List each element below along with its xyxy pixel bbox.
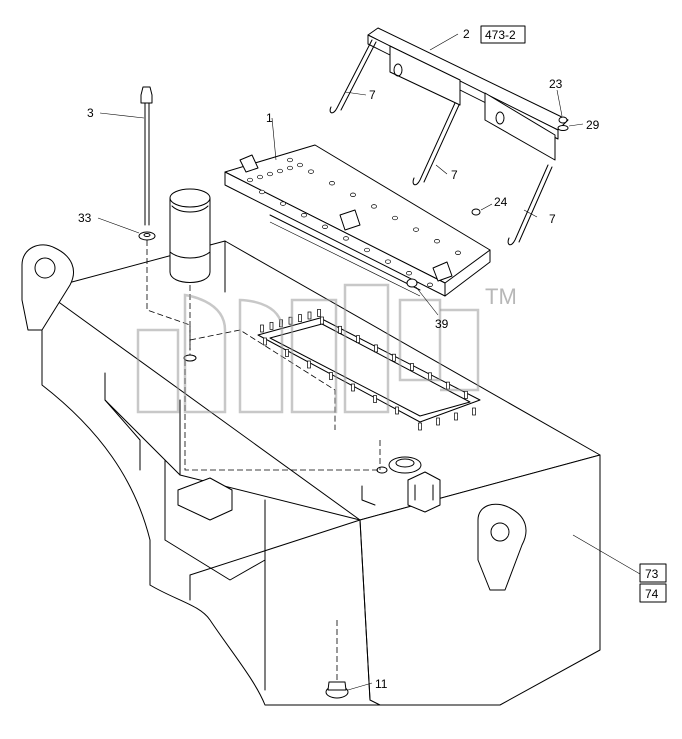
ref-box-73 bbox=[639, 563, 667, 583]
plate-hole bbox=[385, 259, 391, 264]
part-1-cover-plate bbox=[224, 144, 491, 297]
plate-hole bbox=[371, 204, 377, 209]
plate-hole bbox=[287, 157, 293, 163]
plate-hole bbox=[343, 236, 349, 241]
callout-7-a: 7 bbox=[369, 88, 376, 102]
plate-hole bbox=[277, 168, 283, 174]
stud bbox=[373, 395, 377, 403]
stud bbox=[392, 353, 396, 362]
tank-body bbox=[41, 240, 601, 706]
ref-473-2: 473-2 bbox=[485, 28, 516, 42]
plate-hole bbox=[364, 247, 370, 253]
callouts: 1 2 3 7 7 7 11 23 24 29 33 39 bbox=[78, 27, 600, 691]
plate-hole bbox=[259, 189, 265, 195]
plate-hole bbox=[434, 239, 440, 244]
stud bbox=[351, 383, 355, 392]
part-33-washer bbox=[138, 231, 156, 241]
plate-hole bbox=[413, 227, 419, 232]
plate-hole bbox=[247, 177, 253, 183]
part-11-drain-plug bbox=[325, 681, 349, 699]
stud bbox=[454, 412, 458, 421]
reference-boxes: 473-2 73 74 bbox=[480, 25, 667, 603]
stud bbox=[269, 322, 274, 330]
stud bbox=[263, 337, 267, 346]
stud bbox=[320, 316, 324, 325]
plate-hole bbox=[257, 174, 263, 180]
part-7-rods bbox=[329, 39, 553, 246]
plate-hole bbox=[287, 165, 293, 171]
plate-hole bbox=[322, 224, 328, 229]
leader-lines bbox=[97, 33, 641, 691]
stud bbox=[317, 309, 321, 317]
stud bbox=[446, 381, 450, 390]
stud bbox=[307, 311, 312, 320]
stud bbox=[260, 324, 264, 333]
plate-hole bbox=[427, 282, 433, 287]
lifting-lug-left bbox=[21, 244, 74, 331]
stud bbox=[374, 344, 378, 353]
lifting-lug-right bbox=[477, 503, 527, 591]
callout-1: 1 bbox=[266, 111, 273, 125]
tank-mount-bracket bbox=[177, 471, 441, 521]
ref-box-74 bbox=[639, 583, 667, 603]
plate-hole bbox=[329, 181, 335, 186]
callout-11: 11 bbox=[375, 677, 388, 691]
ref-74: 74 bbox=[645, 587, 659, 601]
filter-cylinder bbox=[169, 188, 211, 283]
callout-7-b: 7 bbox=[451, 168, 458, 182]
callout-7-c: 7 bbox=[549, 212, 556, 226]
stud bbox=[338, 325, 342, 334]
stud bbox=[285, 349, 289, 357]
stud bbox=[418, 422, 422, 431]
stud bbox=[298, 314, 302, 322]
stud bbox=[329, 372, 333, 380]
tank-filler-neck bbox=[376, 456, 422, 474]
plate-hole bbox=[392, 215, 398, 221]
callout-24: 24 bbox=[494, 195, 508, 209]
ref-73: 73 bbox=[645, 567, 659, 581]
part-2-upper-bracket bbox=[367, 27, 569, 161]
plate-hole bbox=[455, 250, 461, 255]
callout-33: 33 bbox=[78, 211, 92, 225]
plate-hole bbox=[267, 171, 273, 177]
stud bbox=[410, 363, 414, 371]
plate-hole bbox=[280, 201, 286, 206]
plate-hole bbox=[406, 271, 412, 276]
stud bbox=[436, 417, 440, 426]
part-3-dipstick bbox=[140, 86, 153, 226]
watermark-logo: TM bbox=[136, 283, 517, 414]
plate-hole bbox=[301, 213, 307, 218]
plate-hole bbox=[308, 169, 314, 174]
stud bbox=[307, 360, 311, 369]
callout-23: 23 bbox=[549, 77, 563, 91]
ref-box-473-2 bbox=[480, 25, 526, 44]
stud bbox=[395, 406, 399, 415]
callout-29: 29 bbox=[586, 118, 600, 132]
stud bbox=[472, 407, 476, 416]
plate-hole bbox=[297, 162, 303, 168]
stud bbox=[464, 391, 468, 399]
plate-hole bbox=[350, 192, 356, 197]
watermark-tm-text: TM bbox=[485, 284, 517, 309]
callout-39: 39 bbox=[435, 317, 449, 331]
callout-2: 2 bbox=[463, 27, 470, 41]
stud bbox=[356, 335, 360, 343]
callout-3: 3 bbox=[87, 106, 94, 120]
